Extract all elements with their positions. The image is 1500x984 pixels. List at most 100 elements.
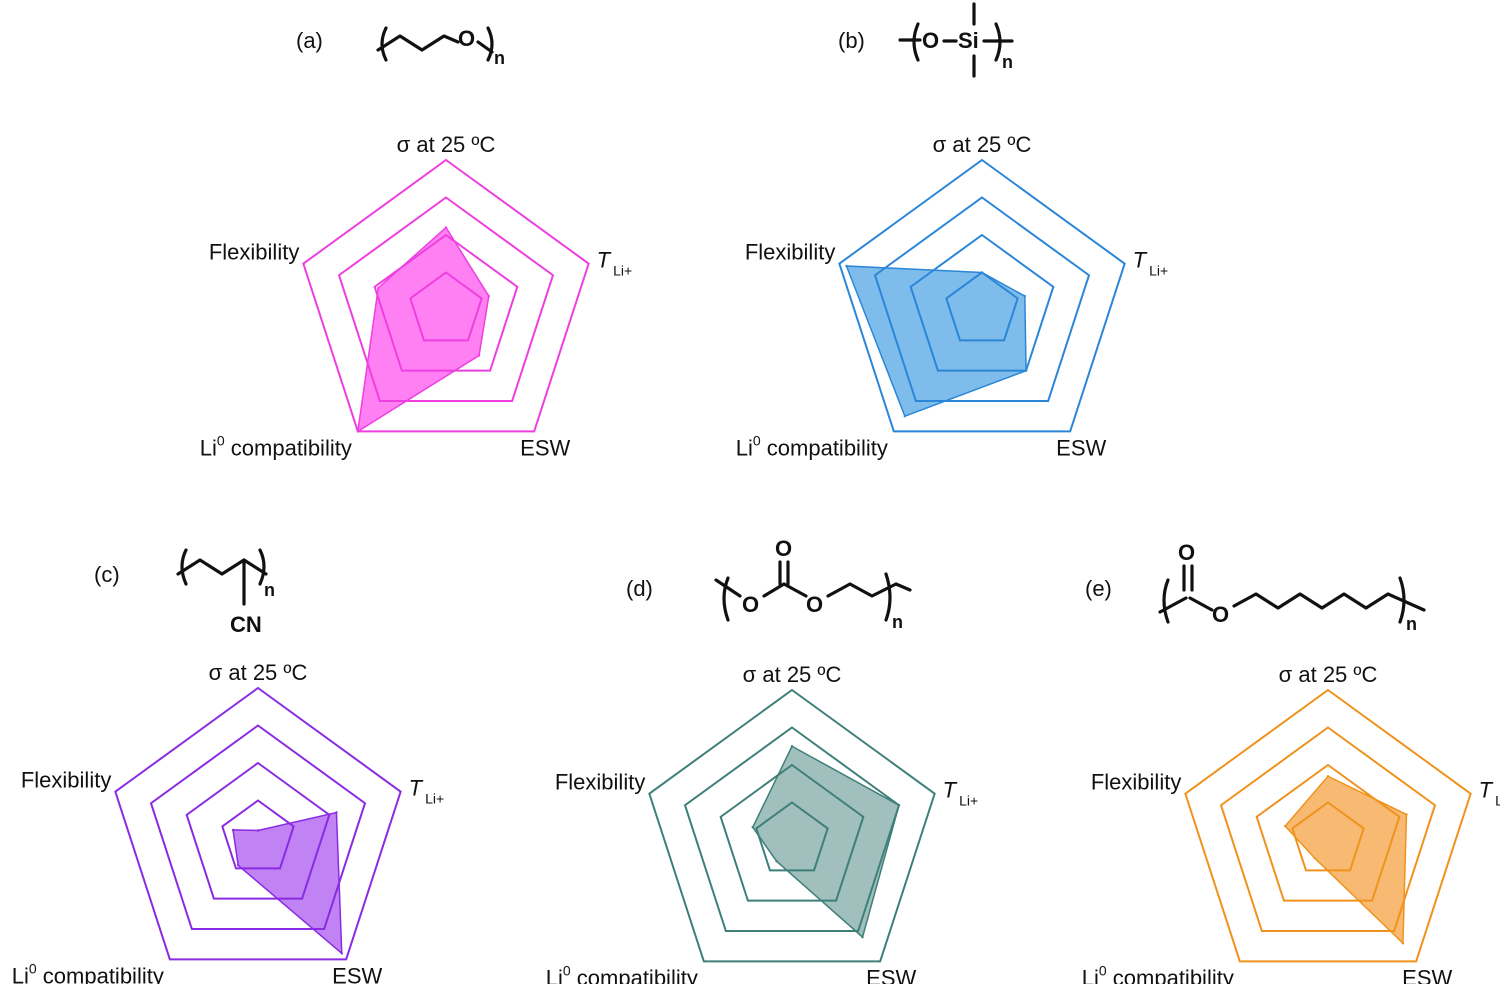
svg-text:O: O: [1212, 602, 1229, 627]
svg-text:CN: CN: [230, 612, 262, 637]
grid-ring-1: [1291, 801, 1365, 872]
svg-text:O: O: [806, 592, 823, 617]
axis-label-flexibility: Flexibility: [745, 240, 835, 265]
data-point-2: [861, 935, 864, 939]
data-point-4: [845, 264, 848, 268]
panel-tag-d: (d): [626, 576, 653, 601]
axis-label-sigma: σ at 25 ºC: [933, 132, 1032, 157]
grid-ring-1: [755, 801, 829, 872]
grid-ring-3: [683, 726, 901, 933]
data-point-2: [340, 952, 343, 955]
grid-ring-4: [1184, 688, 1472, 963]
axis-label-flexibility: Flexibility: [21, 768, 111, 793]
data-point-0: [444, 226, 448, 229]
axis-label-li-compat: Li0 compatibility: [200, 432, 352, 460]
grid-ring-3: [337, 196, 555, 403]
axis-label-sigma: σ at 25 ºC: [209, 660, 308, 685]
grid-ring-1: [945, 271, 1019, 342]
grid-ring-2: [719, 763, 865, 902]
data-point-0: [790, 745, 794, 748]
grid-ring-3: [1219, 726, 1437, 933]
data-polygon: [232, 811, 343, 955]
axis-label-sigma: σ at 25 ºC: [397, 132, 496, 157]
grid-ring-4: [114, 686, 402, 961]
data-polygon: [751, 745, 900, 939]
axis-label-esw: ESW: [1056, 435, 1106, 460]
svg-text:n: n: [494, 48, 505, 68]
grid-ring-4: [648, 688, 936, 963]
axis-label-esw: ESW: [332, 963, 382, 984]
data-point-2: [1401, 941, 1405, 945]
axis-label-esw: ESW: [866, 965, 916, 984]
structure-pdms: O Si n: [898, 2, 1014, 78]
grid-ring-3: [873, 196, 1091, 403]
data-point-1: [487, 294, 490, 298]
svg-text:O: O: [775, 536, 792, 561]
svg-text:n: n: [264, 580, 275, 600]
grid-ring-4: [302, 158, 590, 433]
svg-text:O: O: [922, 28, 939, 53]
data-point-3: [903, 414, 907, 418]
grid-ring-2: [373, 233, 519, 372]
panel-tag-a: (a): [296, 28, 323, 53]
axis-label-esw: ESW: [520, 435, 570, 460]
axis-label-flexibility: Flexibility: [1091, 770, 1181, 795]
panel-tag-e: (e): [1085, 576, 1112, 601]
data-point-3: [1313, 857, 1316, 860]
data-point-4: [231, 828, 235, 832]
axis-label-sigma: σ at 25 ºC: [743, 662, 842, 687]
structure-pan: CN n: [176, 548, 275, 637]
axis-label-flexibility: Flexibility: [555, 770, 645, 795]
axis-label-flexibility: Flexibility: [209, 240, 299, 265]
structure-peo: O n: [376, 26, 505, 68]
data-point-0: [256, 829, 260, 832]
grid-ring-2: [909, 233, 1055, 372]
data-point-4: [1284, 824, 1287, 828]
grid-ring-2: [185, 761, 331, 900]
data-point-0: [1326, 775, 1330, 778]
data-point-1: [1405, 813, 1408, 816]
data-point-1: [1023, 294, 1026, 298]
grid-ring-3: [149, 724, 367, 931]
panel-tag-b: (b): [838, 28, 865, 53]
svg-text:O: O: [1178, 540, 1195, 565]
data-point-3: [356, 430, 360, 433]
axis-label-li-compat: Li0 compatibility: [546, 962, 698, 984]
svg-text:n: n: [892, 612, 903, 632]
grid-ring-1: [221, 799, 295, 870]
grid-ring-4: [838, 158, 1126, 433]
data-polygon: [845, 265, 1027, 418]
axis-label-transference: TLi+: [1479, 778, 1500, 809]
structure-pcl: O O n: [1158, 540, 1426, 634]
data-point-0: [980, 271, 984, 274]
data-point-3: [775, 860, 778, 863]
axis-label-li-compat: Li0 compatibility: [1082, 962, 1234, 984]
data-point-1: [897, 804, 901, 807]
grid-ring-1: [409, 271, 483, 342]
data-point-4: [751, 826, 754, 829]
data-point-4: [377, 286, 380, 290]
svg-text:n: n: [1406, 614, 1417, 634]
panel-tag-c: (c): [94, 562, 120, 587]
data-point-3: [236, 864, 240, 867]
data-point-2: [477, 354, 481, 357]
data-point-1: [335, 811, 338, 814]
data-point-2: [1024, 369, 1028, 372]
svg-text:Si: Si: [958, 28, 979, 53]
svg-text:n: n: [1002, 52, 1013, 72]
svg-text:O: O: [742, 592, 759, 617]
structure-pec: O O O n: [714, 536, 912, 632]
data-polygon: [356, 226, 490, 433]
grid-ring-2: [1255, 763, 1401, 902]
svg-text:O: O: [458, 26, 475, 51]
